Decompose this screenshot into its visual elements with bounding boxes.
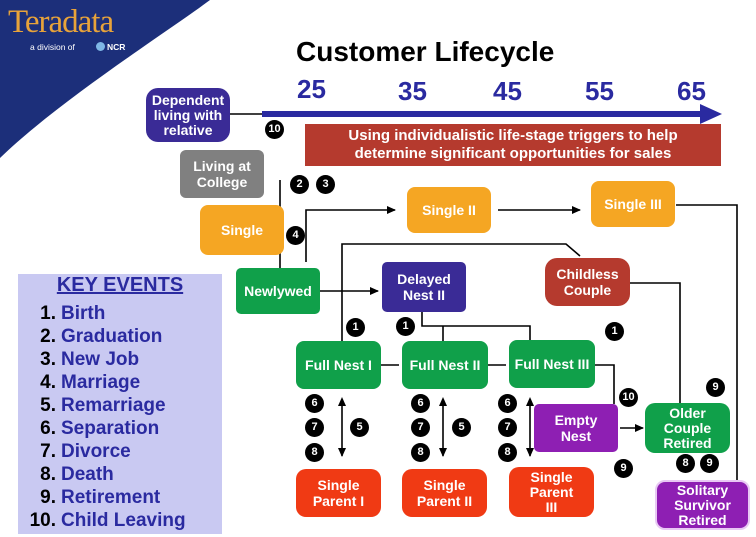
key-event-label: Separation [61, 418, 160, 439]
event-badge: 4 [286, 226, 305, 245]
age-axis-arrowhead [700, 104, 722, 124]
age-label: 65 [677, 76, 706, 106]
stage-single-parent-iii: Single Parent III [509, 467, 594, 517]
key-event-label: Birth [61, 303, 106, 324]
event-badge: 5 [452, 418, 471, 437]
key-event-label: Retirement [61, 487, 161, 508]
key-events-panel [18, 274, 222, 534]
age-label: 25 [297, 74, 326, 104]
stage-single-ii: Single II [407, 187, 491, 233]
event-badge: 6 [411, 394, 430, 413]
event-badge: 9 [706, 378, 725, 397]
key-event-label: Remarriage [61, 395, 166, 416]
key-event-number: 3. [40, 349, 56, 370]
stage-solitary-survivor-retired: Solitary Survivor Retired [655, 480, 750, 530]
event-badge: 5 [350, 418, 369, 437]
stage-newlywed: Newlywed [236, 268, 320, 314]
stage-full-nest-iii: Full Nest III [509, 340, 595, 388]
stage-empty-nest: Empty Nest [534, 404, 618, 452]
key-event-number: 6. [40, 418, 56, 439]
ncr-logo-icon [96, 42, 105, 51]
division-text: a division of [30, 42, 75, 52]
event-badge: 1 [346, 318, 365, 337]
event-badge: 7 [498, 418, 517, 437]
event-badge: 10 [619, 388, 638, 407]
key-event-label: Child Leaving [61, 510, 186, 531]
key-event-number: 10. [29, 510, 56, 531]
event-badge: 6 [498, 394, 517, 413]
stage-single-iii: Single III [591, 181, 675, 227]
stage-single: Single [200, 205, 284, 255]
event-badge: 8 [305, 443, 324, 462]
key-event-number: 2. [40, 326, 56, 347]
stage-delayed-nest: Delayed Nest II [382, 262, 466, 312]
key-event-label: Graduation [61, 326, 163, 347]
event-badge: 10 [265, 120, 284, 139]
corner-banner [0, 0, 210, 158]
stage-single-parent-i: Single Parent I [296, 469, 381, 517]
page-title: Customer Lifecycle [296, 36, 555, 67]
event-badge: 8 [676, 454, 695, 473]
event-badge: 6 [305, 394, 324, 413]
ncr-brand: NCR [96, 42, 125, 52]
key-event-number: 8. [40, 464, 56, 485]
key-event-label: Death [61, 464, 114, 485]
event-badge: 9 [700, 454, 719, 473]
key-event-number: 9. [40, 487, 56, 508]
key-event-number: 1. [40, 303, 56, 324]
event-badge: 8 [498, 443, 517, 462]
age-label: 45 [493, 76, 522, 106]
event-badge: 1 [605, 322, 624, 341]
event-badge: 3 [316, 175, 335, 194]
stage-full-nest-ii: Full Nest II [402, 341, 488, 389]
key-event-label: New Job [61, 349, 140, 370]
ncr-label: NCR [107, 42, 126, 52]
stage-childless-couple: Childless Couple [545, 258, 630, 306]
key-event-number: 4. [40, 372, 56, 393]
key-event-number: 7. [40, 441, 56, 462]
stage-full-nest-i: Full Nest I [296, 341, 381, 389]
event-badge: 2 [290, 175, 309, 194]
teradata-logo: Teradata [8, 4, 114, 40]
event-badge: 1 [396, 317, 415, 336]
key-event-number: 5. [40, 395, 56, 416]
sales-banner: Using individualistic life-stage trigger… [305, 124, 721, 166]
age-label: 35 [398, 76, 427, 106]
event-badge: 7 [411, 418, 430, 437]
key-events-title: KEY EVENTS [56, 274, 184, 296]
key-event-label: Divorce [61, 441, 131, 462]
event-badge: 7 [305, 418, 324, 437]
event-badge: 8 [411, 443, 430, 462]
stage-dependent: Dependent living with relative [146, 88, 230, 142]
stage-older-couple-retired: Older Couple Retired [645, 403, 730, 453]
key-event-label: Marriage [61, 372, 141, 393]
stage-college: Living at College [180, 150, 264, 198]
event-badge: 9 [614, 459, 633, 478]
age-label: 55 [585, 76, 614, 106]
stage-single-parent-ii: Single Parent II [402, 469, 487, 517]
